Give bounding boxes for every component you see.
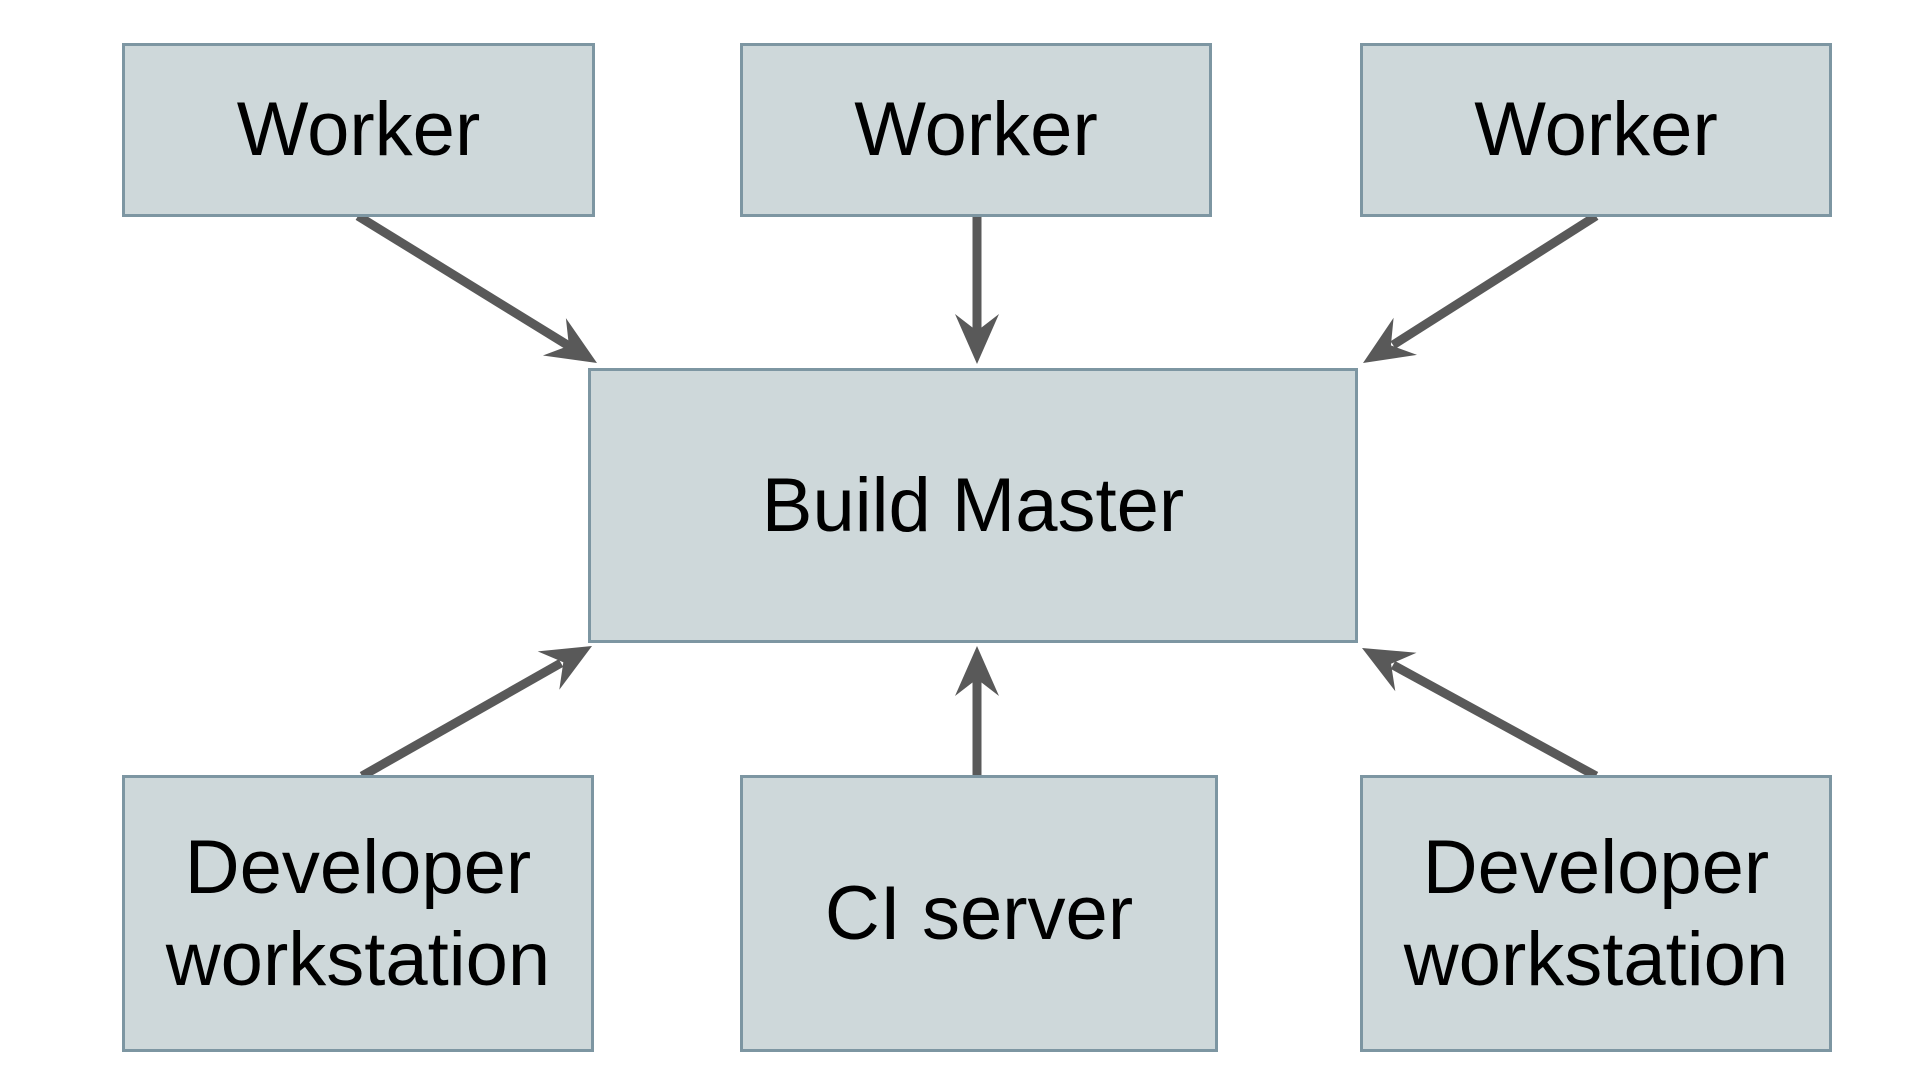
node-worker-center: Worker	[740, 43, 1212, 217]
node-worker-left-label: Worker	[236, 87, 481, 173]
node-build-master: Build Master	[588, 368, 1358, 643]
node-worker-right-label: Worker	[1474, 87, 1718, 173]
arrow-dev-workstation-left-to-build-master	[359, 646, 592, 780]
node-worker-left: Worker	[122, 43, 595, 217]
node-developer-workstation-left-label: Developer workstation	[165, 825, 551, 1002]
arrow-worker-left-to-build-master	[355, 212, 597, 363]
node-ci-server: CI server	[740, 775, 1218, 1052]
arrow-worker-right-to-build-master	[1363, 212, 1599, 363]
arrow-ci-server-to-build-master	[955, 646, 999, 776]
arrow-dev-workstation-right-to-build-master	[1362, 648, 1599, 780]
node-worker-right: Worker	[1360, 43, 1832, 217]
node-ci-server-label: CI server	[824, 870, 1134, 956]
node-developer-workstation-left: Developer workstation	[122, 775, 594, 1052]
node-developer-workstation-right: Developer workstation	[1360, 775, 1832, 1052]
arrow-worker-center-to-build-master	[955, 217, 999, 364]
node-build-master-label: Build Master	[761, 462, 1185, 548]
node-worker-center-label: Worker	[854, 87, 1098, 173]
node-developer-workstation-right-label: Developer workstation	[1403, 825, 1789, 1002]
